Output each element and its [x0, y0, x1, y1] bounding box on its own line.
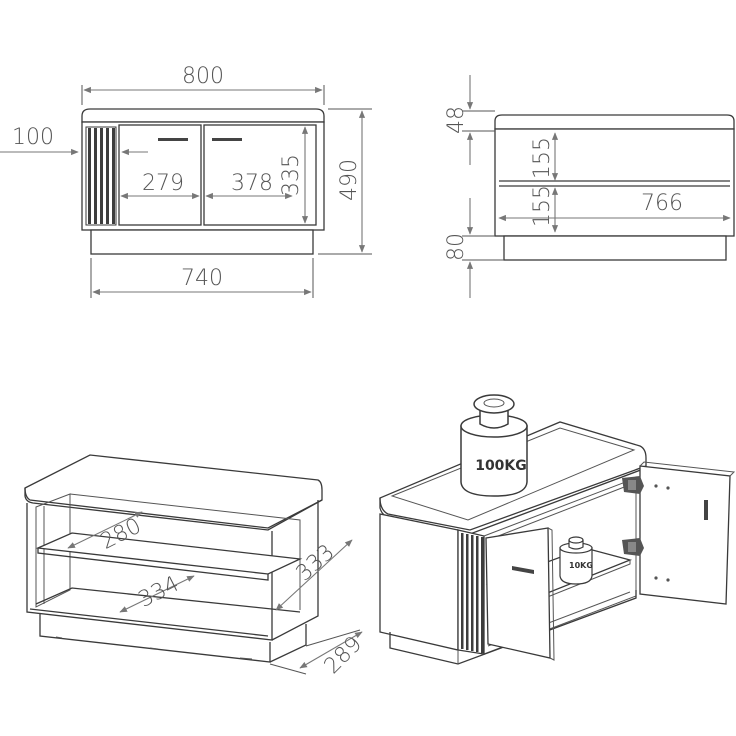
label-base-width: 740	[181, 266, 223, 291]
label-door-height: 335	[279, 154, 304, 196]
load-door-left	[485, 527, 551, 659]
side-base	[503, 235, 727, 261]
interior-carcass	[26, 503, 273, 641]
front-view: 800 100 279 378 335 490 740	[0, 64, 372, 298]
front-handle-left	[158, 138, 188, 141]
label-cushion: 48	[444, 106, 469, 134]
front-base	[90, 229, 314, 255]
front-door-right	[203, 124, 317, 226]
load-door-right	[639, 465, 731, 605]
label-shelf-load: 10KG	[569, 561, 593, 570]
load-left-panel	[379, 513, 459, 651]
label-total-height: 490	[337, 159, 362, 201]
label-shelf-bottom: 155	[530, 185, 555, 227]
front-cushion	[81, 108, 325, 123]
label-lower-depth: 334	[135, 572, 184, 613]
hinge-bottom-icon	[622, 538, 644, 556]
load-view: 100KG 10KG	[379, 394, 736, 665]
label-inner-width: 766	[641, 191, 683, 216]
label-side-offset: 100	[12, 125, 54, 150]
hinge-top-icon	[622, 476, 644, 494]
side-view: 48 155 155 766 80	[444, 75, 735, 298]
load-door-left-handle	[512, 566, 534, 574]
label-base-height: 80	[444, 233, 469, 261]
label-base-depth: 289	[320, 632, 367, 679]
front-door-left	[118, 124, 202, 226]
weight-10kg-icon: 10KG	[559, 536, 593, 585]
interior-plinth	[39, 614, 271, 663]
dim-line-side-height	[275, 539, 353, 611]
dim-line-base-depth	[299, 631, 363, 669]
label-door-right: 378	[231, 171, 273, 196]
dim-line-shelf-depth	[67, 511, 143, 549]
side-cushion	[494, 114, 735, 130]
label-width-top: 800	[182, 64, 224, 89]
dim-line-lower-depth	[119, 575, 195, 613]
interior-view: 280 334 333 289	[24, 454, 367, 679]
front-slat-panel	[85, 126, 117, 226]
label-shelf-top: 155	[530, 137, 555, 179]
interior-cushion-top	[24, 454, 323, 529]
front-handle-right	[212, 138, 242, 141]
load-slat-panel	[457, 529, 485, 655]
label-door-left: 279	[142, 171, 184, 196]
load-door-right-handle	[704, 500, 708, 520]
interior-side-edge	[271, 500, 319, 641]
label-top-load: 100KG	[475, 458, 527, 474]
weight-100kg-icon: 100KG	[460, 394, 528, 497]
label-side-height: 333	[292, 540, 340, 587]
